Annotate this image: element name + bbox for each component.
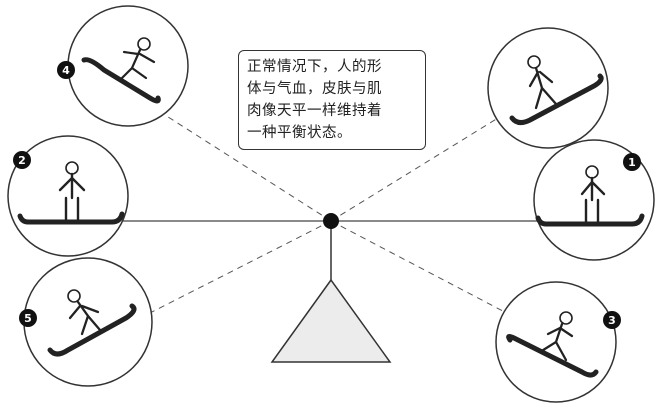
figure-top-right bbox=[487, 27, 609, 149]
badge-4-label: 4 bbox=[62, 64, 70, 77]
badge-1-label: 1 bbox=[628, 156, 636, 169]
figure-3 bbox=[495, 281, 617, 403]
badge-2 bbox=[13, 151, 31, 169]
ray-to-figure-5 bbox=[139, 220, 332, 319]
caption-line-2: 体与气血，皮肤与肌 bbox=[247, 81, 382, 97]
pivot-dot bbox=[323, 213, 339, 229]
badge-3-label: 3 bbox=[608, 314, 616, 327]
figure-4 bbox=[67, 5, 189, 127]
badge-2-label: 2 bbox=[18, 154, 26, 167]
badge-4 bbox=[57, 61, 75, 79]
figure-5 bbox=[23, 257, 153, 387]
fulcrum-triangle bbox=[270, 278, 392, 363]
badge-3 bbox=[603, 311, 621, 329]
badge-1 bbox=[623, 153, 641, 171]
caption-box: 正常情况下，人的形 体与气血，皮肤与肌 肉像天平一样维持着 一种平衡状态。 bbox=[238, 50, 426, 150]
badge-5-label: 5 bbox=[24, 312, 32, 325]
ray-to-figure-3 bbox=[330, 220, 521, 321]
figure-1 bbox=[533, 139, 655, 261]
caption-line-4: 一种平衡状态。 bbox=[247, 125, 352, 141]
badge-5 bbox=[19, 309, 37, 327]
caption-line-3: 肉像天平一样维持着 bbox=[247, 103, 382, 119]
figure-2 bbox=[7, 135, 129, 257]
caption-line-1: 正常情况下，人的形 bbox=[247, 59, 382, 75]
